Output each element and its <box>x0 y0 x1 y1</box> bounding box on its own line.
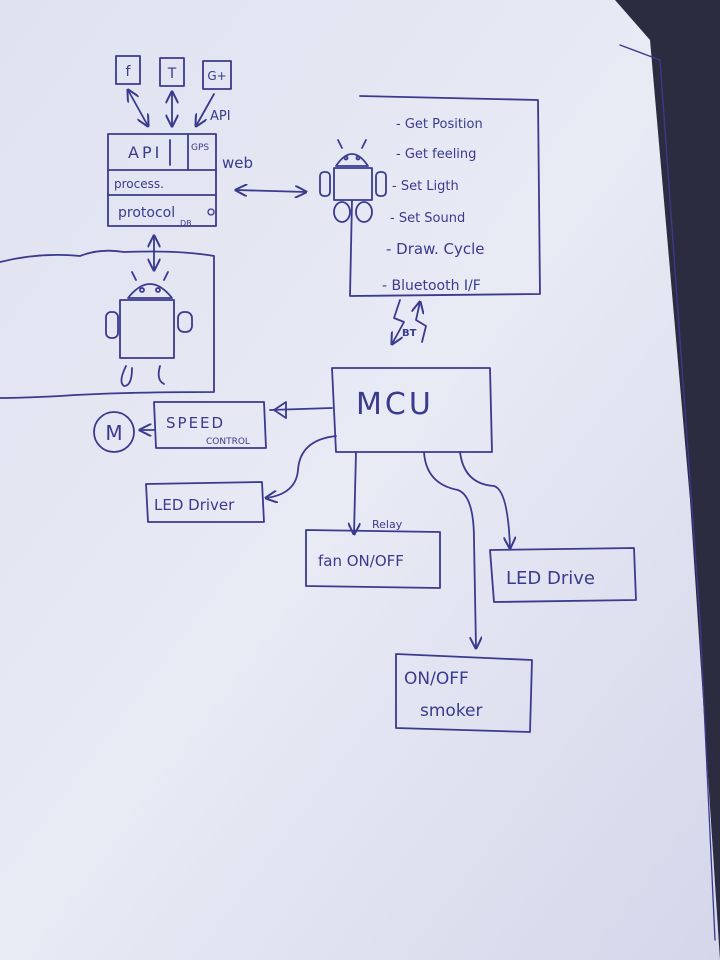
speed-control-box <box>153 401 267 449</box>
command-list: - Get Position - Get feeling - Set Ligth… <box>382 117 485 294</box>
arrow-mcu-smoker <box>423 451 476 648</box>
fan-label: fan ON/OFF <box>318 552 404 570</box>
led-drive-right-label: LED Drive <box>506 568 595 589</box>
server-api-label: API <box>128 143 162 162</box>
command-list-box <box>349 95 541 297</box>
command-item: - Draw. Cycle <box>386 240 485 258</box>
android-robot-icon <box>105 271 193 387</box>
process-label: process. <box>114 177 164 191</box>
twitter-label: T <box>167 66 177 82</box>
arrow-mcu-led-right <box>459 451 510 548</box>
gps-label: GPS <box>191 143 209 153</box>
led-driver-left-box <box>145 481 265 523</box>
arrow-mcu-led-left <box>266 435 337 498</box>
facebook-label: f <box>126 64 132 80</box>
speed-control-line2: CONTROL <box>206 437 250 447</box>
arrow-google <box>196 93 215 126</box>
arrow-mcu-speed <box>269 407 333 411</box>
google-label: G+ <box>207 69 226 83</box>
mcu-label: MCU <box>356 387 434 422</box>
led-drive-right-box <box>489 547 637 603</box>
speed-control-line1: SPEED <box>166 414 225 432</box>
bluetooth-link-right <box>416 302 427 343</box>
social-twitter-box: T <box>159 57 185 87</box>
fan-box <box>305 529 441 589</box>
arrow-mcu-speed-head <box>273 401 287 419</box>
paper-edge <box>619 44 716 941</box>
command-item: - Get Position <box>396 117 483 132</box>
arrow-facebook <box>128 90 148 126</box>
smoker-line2: smoker <box>420 701 483 721</box>
bt-label: BT <box>402 328 417 339</box>
smoker-box <box>395 653 533 733</box>
android-robot-icon <box>319 139 387 223</box>
arrow-mcu-fan <box>354 451 356 534</box>
social-google-box: G+ <box>202 60 232 90</box>
arrow-web-android <box>236 190 306 192</box>
command-item: - Bluetooth I/F <box>382 278 481 294</box>
web-label: web <box>222 154 253 172</box>
command-item: - Set Sound <box>390 211 465 226</box>
server-block: API GPS process. protocol DB <box>107 133 217 228</box>
relay-label: Relay <box>372 518 403 531</box>
device-board-outline <box>0 249 215 399</box>
social-facebook-box: f <box>115 55 141 85</box>
bluetooth-link-left <box>392 299 405 344</box>
command-item: - Set Ligth <box>392 179 459 194</box>
motor-label: M <box>105 421 122 445</box>
mcu-box <box>331 367 493 453</box>
led-driver-left-label: LED Driver <box>154 496 235 514</box>
smoker-line1: ON/OFF <box>404 669 469 689</box>
api-annotation: API <box>210 109 231 124</box>
protocol-label: protocol <box>118 205 175 221</box>
motor-icon <box>93 411 135 453</box>
db-label: DB <box>180 219 192 228</box>
command-item: - Get feeling <box>396 147 476 162</box>
